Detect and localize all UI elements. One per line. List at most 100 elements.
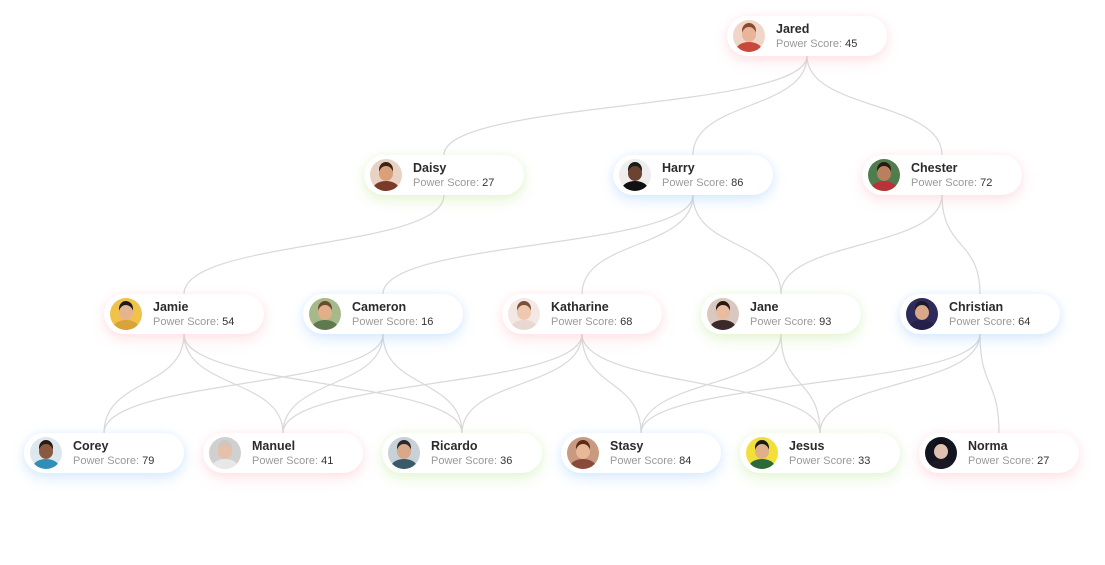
power-score-value: 33 xyxy=(858,454,871,467)
connection-line xyxy=(183,333,284,434)
avatar xyxy=(746,437,778,469)
person-name: Jared xyxy=(776,21,810,36)
power-score-value: 84 xyxy=(679,454,692,467)
power-score-value: 27 xyxy=(482,176,495,189)
connection-line xyxy=(183,194,445,295)
avatar xyxy=(707,298,739,330)
power-score: Power Score: 27 xyxy=(968,454,1050,467)
connection-line xyxy=(640,333,782,434)
avatar xyxy=(906,298,938,330)
power-score: Power Score: 16 xyxy=(352,315,434,328)
connection-line xyxy=(443,55,808,156)
avatar xyxy=(110,298,142,330)
power-score: Power Score: 41 xyxy=(252,454,334,467)
connection-line xyxy=(780,333,821,434)
connection-line xyxy=(806,55,943,156)
person-name: Cameron xyxy=(352,299,407,314)
power-score-value: 36 xyxy=(500,454,513,467)
connection-line xyxy=(382,333,463,434)
person-name: Ricardo xyxy=(431,438,478,453)
power-score: Power Score: 64 xyxy=(949,315,1031,328)
connection-line xyxy=(780,194,943,295)
power-score-value: 16 xyxy=(421,315,434,328)
person-name: Jesus xyxy=(789,438,825,453)
power-score: Power Score: 27 xyxy=(413,176,495,189)
connection-line xyxy=(461,333,583,434)
power-score: Power Score: 79 xyxy=(73,454,155,467)
connection-line xyxy=(692,194,782,295)
connection-line xyxy=(183,333,463,434)
person-name: Jane xyxy=(750,299,779,314)
connection-line xyxy=(581,333,821,434)
connection-line xyxy=(103,333,185,434)
avatar xyxy=(388,437,420,469)
avatar xyxy=(925,437,957,469)
connection-line xyxy=(819,333,981,434)
connection-line xyxy=(282,333,583,434)
power-score: Power Score: 33 xyxy=(789,454,871,467)
power-score-value: 93 xyxy=(819,315,832,328)
person-name: Katharine xyxy=(551,299,609,314)
person-name: Christian xyxy=(949,299,1004,314)
connection-line xyxy=(103,333,384,434)
power-score: Power Score: 54 xyxy=(153,315,235,328)
connection-line xyxy=(941,194,981,295)
power-score: Power Score: 36 xyxy=(431,454,513,467)
avatar xyxy=(309,298,341,330)
power-score-value: 86 xyxy=(731,176,744,189)
power-score: Power Score: 72 xyxy=(911,176,993,189)
avatar xyxy=(733,20,765,52)
power-score: Power Score: 45 xyxy=(776,37,858,50)
power-score: Power Score: 68 xyxy=(551,315,633,328)
person-name: Stasy xyxy=(610,438,644,453)
person-name: Manuel xyxy=(252,438,296,453)
person-name: Corey xyxy=(73,438,109,453)
person-name: Daisy xyxy=(413,160,447,175)
power-score-value: 54 xyxy=(222,315,235,328)
person-name: Jamie xyxy=(153,299,189,314)
connection-line xyxy=(640,333,981,434)
person-name: Harry xyxy=(662,160,695,175)
power-score: Power Score: 84 xyxy=(610,454,692,467)
person-name: Chester xyxy=(911,160,958,175)
avatar xyxy=(508,298,540,330)
power-score-value: 41 xyxy=(321,454,334,467)
connection-line xyxy=(382,194,694,295)
power-score-value: 45 xyxy=(845,37,858,50)
connection-line xyxy=(581,194,694,295)
connection-line xyxy=(979,333,1000,434)
avatar xyxy=(567,437,599,469)
power-score: Power Score: 86 xyxy=(662,176,744,189)
connection-line xyxy=(581,333,642,434)
person-name: Norma xyxy=(968,438,1008,453)
power-score-value: 79 xyxy=(142,454,155,467)
avatar xyxy=(370,159,402,191)
power-score: Power Score: 93 xyxy=(750,315,832,328)
power-score-value: 64 xyxy=(1018,315,1031,328)
avatar xyxy=(209,437,241,469)
connection-line xyxy=(692,55,808,156)
power-score-value: 72 xyxy=(980,176,993,189)
power-score-value: 27 xyxy=(1037,454,1050,467)
avatar xyxy=(619,159,651,191)
avatar xyxy=(30,437,62,469)
power-score-value: 68 xyxy=(620,315,633,328)
connection-line xyxy=(282,333,384,434)
avatar xyxy=(868,159,900,191)
